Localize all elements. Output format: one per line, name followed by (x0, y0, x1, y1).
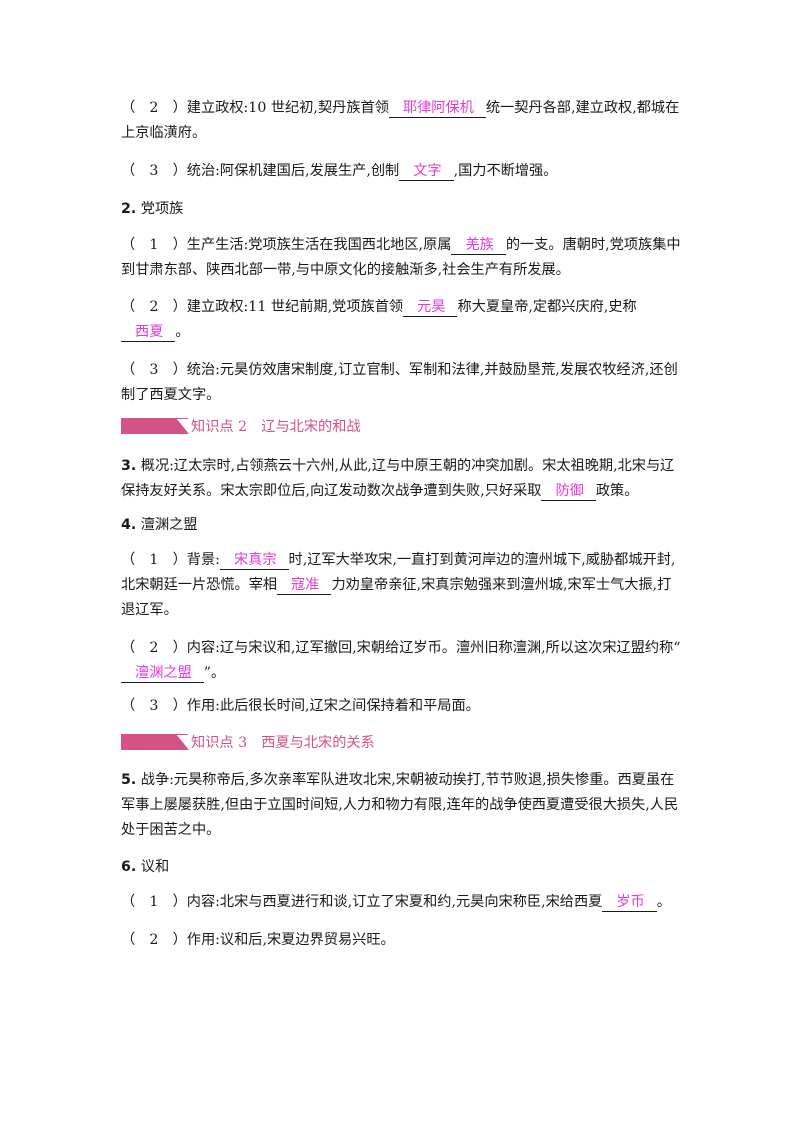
paragraph-liao-rule: （ 3 ）统治:阿保机建国后,发展生产,创制文字,国力不断增强。 (121, 162, 558, 181)
answer-blank: 元昊 (403, 298, 458, 317)
answer-blank: 澶渊之盟 (121, 664, 204, 683)
paragraph-dangxiang-life: （ 1 ）生产生活:党项族生活在我国西北地区,原属羌族的一支。唐朝时,党项族集中… (121, 236, 681, 278)
paragraph-peace-content: （ 1 ）内容:北宋与西夏进行和谈,订立了宋夏和约,元昊向宋称臣,宋给西夏岁币。 (121, 893, 671, 912)
answer-blank: 文字 (399, 162, 454, 181)
section-header-2: 知识点 2 辽与北宋的和战 (121, 415, 361, 437)
answer-blank: 防御 (541, 482, 596, 501)
paragraph-xixia-establish: （ 2 ）建立政权:11 世纪前期,党项族首领元昊称大夏皇帝,定都兴庆府,史称西… (121, 298, 637, 342)
paragraph-chanyuan-background: （ 1 ）背景:宋真宗时,辽军大举攻宋,一直打到黄河岸边的澶州城下,威胁都城开封… (121, 551, 676, 618)
paragraph-chanyuan-content: （ 2 ）内容:辽与宋议和,辽军撤回,宋朝给辽岁币。澶州旧称澶渊,所以这次宋辽盟… (121, 640, 681, 683)
answer-blank: 岁币 (602, 893, 657, 912)
section-marker-icon (121, 734, 189, 750)
section-header-3: 知识点 3 西夏与北宋的关系 (121, 731, 375, 753)
answer-blank: 寇准 (277, 576, 332, 595)
paragraph-liao-establish: （ 2 ）建立政权:10 世纪初,契丹族首领耶律阿保机统一契丹各部,建立政权,都… (121, 99, 680, 141)
answer-blank: 西夏 (121, 323, 176, 342)
paragraph-war: 5. 战争:元昊称帝后,多次亲率军队进攻北宋,宋朝被动挨打,节节败退,损失惨重。… (121, 772, 679, 838)
heading-dangxiang: 2. 党项族 (121, 201, 184, 217)
answer-blank: 宋真宗 (219, 551, 289, 570)
paragraph-overview: 3. 概况:辽太宗时,占领燕云十六州,从此,辽与中原王朝的冲突加剧。宋太祖晚期,… (121, 458, 675, 501)
answer-blank: 羌族 (451, 236, 506, 255)
paragraph-chanyuan-effect: （ 3 ）作用:此后很长时间,辽宋之间保持着和平局面。 (121, 698, 480, 714)
paragraph-peace-effect: （ 2 ）作用:议和后,宋夏边界贸易兴旺。 (121, 932, 395, 948)
heading-chanyuan: 4. 澶渊之盟 (121, 517, 198, 533)
section-marker-icon (121, 418, 189, 434)
paragraph-xixia-rule: （ 3 ）统治:元昊仿效唐宋制度,订立官制、军制和法律,并鼓励垦荒,发展农牧经济… (121, 362, 678, 403)
answer-blank: 耶律阿保机 (388, 99, 486, 118)
heading-peace: 6. 议和 (121, 859, 170, 875)
